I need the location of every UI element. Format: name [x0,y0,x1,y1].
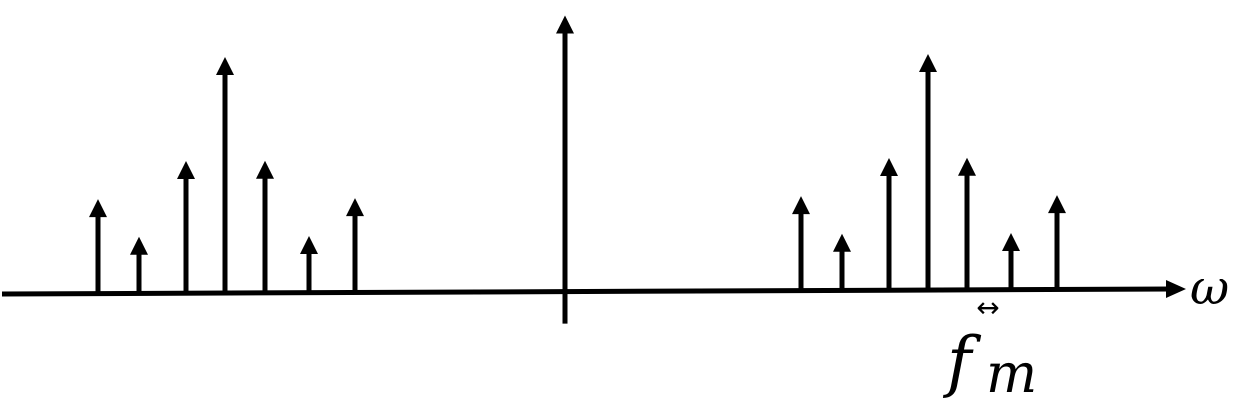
axis-label-omega: ω [1190,260,1229,316]
left-component-1-arrowhead [89,199,107,218]
right-component-7-arrowhead [1048,195,1066,214]
fm-spacing-arrow: ↔ [976,291,999,324]
right-component-2-arrowhead [833,233,851,252]
right-component-5-arrowhead [958,157,976,176]
left-component-2-arrowhead [130,236,148,255]
right-component-1-arrowhead [792,196,810,215]
right-component-4-arrowhead [919,54,937,73]
right-component-6-arrowhead [1002,233,1020,252]
right-component-3-arrowhead [880,158,898,177]
center-impulse-arrowhead [556,15,574,34]
frequency-axis-arrowhead [1166,280,1186,298]
frequency-axis [1,286,1173,297]
fm-label: f [942,323,982,400]
fm-label-subscript: m [986,342,1037,404]
left-component-7-arrowhead [346,198,364,217]
left-component-3-arrowhead [177,161,195,180]
left-component-5-arrowhead [256,160,274,179]
left-component-6-arrowhead [300,236,318,255]
impulse-group [89,15,1066,324]
left-component-4-arrowhead [216,57,234,76]
